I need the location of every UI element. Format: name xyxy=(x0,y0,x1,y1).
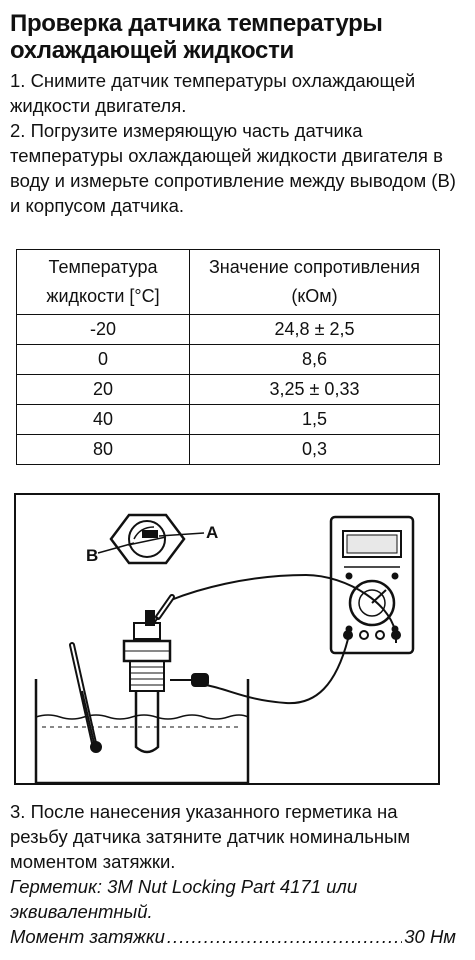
multimeter xyxy=(329,515,415,655)
torque-leader-dots: ........................................ xyxy=(166,926,403,947)
torque-label: Момент затяжки xyxy=(10,926,165,947)
label-a: A xyxy=(206,523,218,542)
table-row: -20 24,8 ± 2,5 xyxy=(16,314,440,345)
torque-value: 30 Нм xyxy=(404,926,456,947)
table-row: 0 8,6 xyxy=(16,344,440,375)
table-row: 40 1,5 xyxy=(16,404,440,435)
cell-resistance: 3,25 ± 0,33 xyxy=(189,374,440,405)
thermometer xyxy=(69,642,102,753)
table-header-row: Температура жидкости [°C] Значение сопро… xyxy=(16,249,440,315)
test-setup-illustration: A B xyxy=(14,493,440,785)
header-resistance: Значение сопротивления (кОм) xyxy=(189,249,440,315)
torque-spec: Момент затяжки .........................… xyxy=(10,924,456,949)
sealant-note: Герметик: 3M Nut Locking Part 4171 или э… xyxy=(10,876,358,922)
page-title: Проверка датчика температуры охлаждающей… xyxy=(10,10,383,64)
label-b: B xyxy=(86,546,98,565)
instruction-steps: 1. Снимите датчик температуры охлаждающе… xyxy=(10,68,456,218)
step-3: 3. После нанесения указанного герметика … xyxy=(10,801,411,872)
final-instructions: 3. После нанесения указанного герметика … xyxy=(10,799,456,949)
cell-resistance: 1,5 xyxy=(189,404,440,435)
cell-resistance: 0,3 xyxy=(189,434,440,465)
resistance-table: Температура жидкости [°C] Значение сопро… xyxy=(16,249,440,465)
table-row: 20 3,25 ± 0,33 xyxy=(16,374,440,405)
sensor-side-view xyxy=(122,610,209,754)
sensor-top-view xyxy=(97,513,205,565)
header-temperature: Температура жидкости [°C] xyxy=(16,249,190,315)
cell-temperature: 0 xyxy=(16,344,190,375)
table-row: 80 0,3 xyxy=(16,434,440,465)
cell-resistance: 24,8 ± 2,5 xyxy=(189,314,440,345)
cell-temperature: 80 xyxy=(16,434,190,465)
cell-resistance: 8,6 xyxy=(189,344,440,375)
step-2: 2. Погрузите измеряющую часть датчика те… xyxy=(10,120,456,216)
cell-temperature: 40 xyxy=(16,404,190,435)
step-1: 1. Снимите датчик температуры охлаждающе… xyxy=(10,70,416,116)
cell-temperature: -20 xyxy=(16,314,190,345)
cell-temperature: 20 xyxy=(16,374,190,405)
probe-tip xyxy=(152,594,175,626)
water-container xyxy=(34,679,250,785)
